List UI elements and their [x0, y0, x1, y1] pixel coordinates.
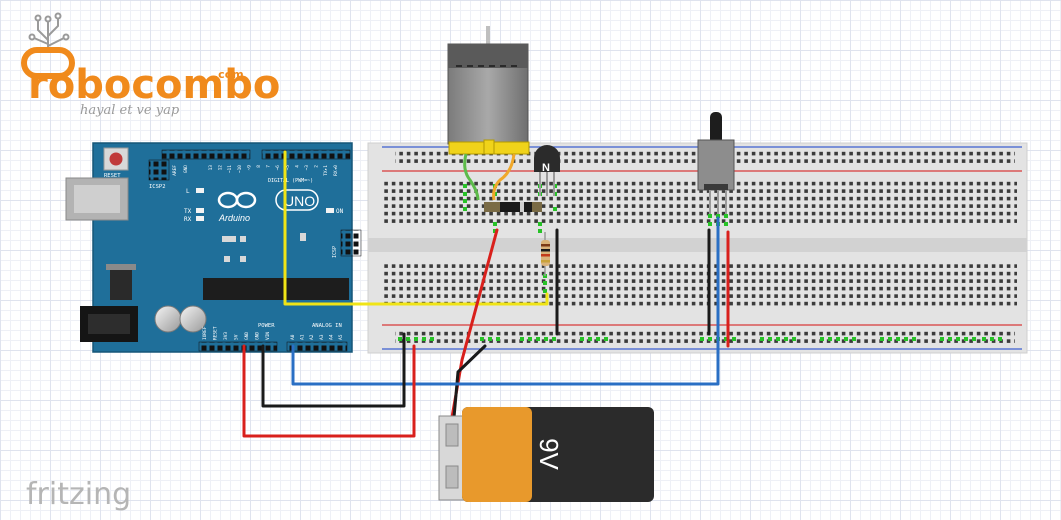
- power-pin-labels: IOREF RESET 3V3 5V GND GND VIN: [202, 326, 271, 340]
- wires: [242, 150, 730, 442]
- pin-label: A3: [319, 334, 325, 340]
- icsp-label: ICSP: [332, 246, 338, 258]
- pin-label: ~6: [275, 165, 281, 171]
- wire-red-motor[interactable]: [446, 228, 499, 442]
- pin-label: TX▸1: [323, 165, 329, 176]
- npn-transistor: N: [534, 145, 560, 196]
- power-label: POWER: [258, 323, 275, 329]
- battery-voltage-label: 9V: [534, 438, 564, 470]
- logo-tld: .com: [214, 68, 244, 81]
- pin-label: GND: [244, 332, 250, 340]
- on-led: [326, 208, 334, 213]
- wire-blue-a0[interactable]: [291, 216, 720, 386]
- capacitor-2: [179, 305, 207, 333]
- capacitor-1: [154, 305, 182, 333]
- on-led-label: ON: [336, 208, 344, 215]
- battery-9v: 9V: [438, 407, 654, 502]
- pin-label: ~3: [304, 165, 310, 171]
- analog-header: [286, 341, 348, 352]
- pin-label: A5: [338, 334, 344, 340]
- power-header: [198, 341, 278, 352]
- pin-label: A0: [290, 334, 296, 340]
- pin-label: ~9: [246, 165, 252, 171]
- battery-label-band: [462, 407, 532, 502]
- motor-lead-green: [463, 153, 480, 201]
- circuit-tree-icon: [28, 12, 70, 52]
- pin-label: 13: [208, 165, 214, 171]
- robocombo-logo: robocombo .com hayal et ve yap: [21, 12, 280, 118]
- analog-label: ANALOG IN: [312, 323, 342, 329]
- digital-header-right: [261, 149, 351, 160]
- pin-label: IOREF: [202, 326, 208, 340]
- uno-label: UNO: [284, 193, 315, 209]
- motor-lead-orange: [492, 153, 516, 201]
- pin-label: 8: [256, 165, 262, 168]
- dc-motor: [447, 26, 530, 201]
- l-led-label: L: [186, 188, 190, 195]
- pin-label: 7: [266, 165, 272, 168]
- arduino-brand-label: Arduino: [218, 213, 250, 223]
- pin-label: GND: [255, 332, 261, 340]
- atmega-chip: [203, 278, 349, 300]
- wire-black-gnd[interactable]: [261, 332, 406, 408]
- logo-frame: [21, 47, 75, 79]
- center-channel: [368, 238, 1027, 252]
- pin-label: ~5: [285, 165, 291, 171]
- arduino-infinity-logo: [217, 191, 257, 209]
- pin-label: 12: [218, 165, 224, 171]
- pin-label: A4: [328, 334, 334, 340]
- logo-brand: robocombo: [28, 62, 280, 108]
- pin-label: ~11: [227, 165, 233, 173]
- tx-led: [196, 208, 204, 213]
- pin-label: A1: [300, 334, 306, 340]
- pin-label: ~10: [237, 165, 243, 173]
- pin-label: VIN: [265, 332, 271, 340]
- transistor-body: [534, 145, 560, 172]
- pin-label: RX◂0: [333, 165, 339, 176]
- pin-label: 3V3: [223, 332, 229, 340]
- reset-label: RESET: [104, 173, 121, 179]
- wire-red-5v[interactable]: [242, 344, 416, 438]
- base-resistor: [541, 232, 550, 276]
- pin-label: RESET: [213, 326, 219, 340]
- digital-header-left: [161, 149, 251, 160]
- gnd-label: GND: [183, 165, 189, 173]
- flyback-diode: [484, 202, 542, 212]
- pin-label: 5V: [234, 334, 240, 340]
- logo-tagline: hayal et ve yap: [80, 103, 180, 118]
- l-led: [196, 188, 204, 193]
- tx-led-label: TX: [184, 208, 192, 215]
- potentiometer: [697, 112, 735, 214]
- wire-yellow-pin9[interactable]: [283, 150, 549, 306]
- icsp-header: [340, 229, 362, 257]
- aref-label: AREF: [172, 165, 178, 176]
- fritzing-watermark: fritzing: [26, 477, 131, 512]
- pin-label: A2: [309, 334, 315, 340]
- bottom-rail-holes: [395, 330, 1015, 345]
- icsp2-label: ICSP2: [149, 184, 166, 190]
- rx-led-label: RX: [184, 216, 192, 223]
- potentiometer-body: [697, 139, 735, 191]
- motor-shaft: [486, 26, 490, 46]
- pin-label: 2: [314, 165, 320, 168]
- rx-led: [196, 216, 204, 221]
- icsp2-header: [148, 159, 170, 181]
- reset-button-cap[interactable]: [109, 152, 123, 166]
- pin-label: 4: [294, 165, 300, 168]
- transistor-label: N: [542, 162, 550, 174]
- digital-label: DIGITAL (PWM=~): [268, 178, 313, 184]
- voltage-regulator: [110, 268, 132, 300]
